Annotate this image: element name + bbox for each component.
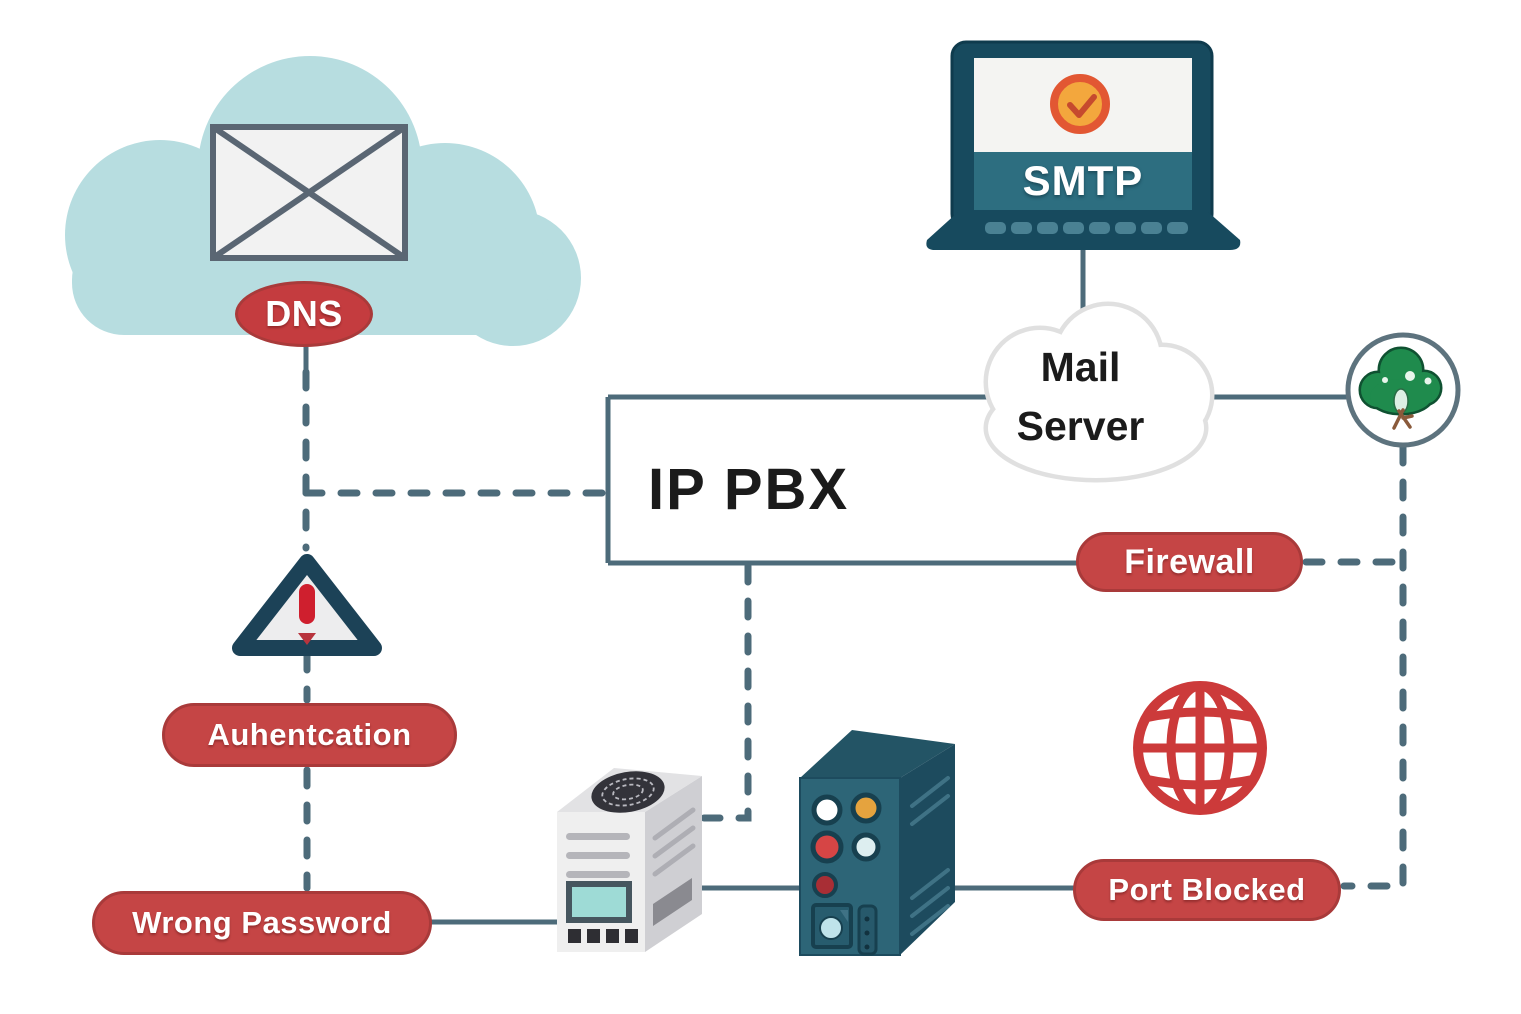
- laptop-keys: [985, 222, 1188, 234]
- mail-envelope-icon: [210, 124, 408, 261]
- mail-server-cloud-icon: [983, 301, 1215, 483]
- clock-check-icon: [1050, 74, 1110, 134]
- server-tower-icon: [557, 768, 702, 952]
- globe-icon: [1133, 681, 1267, 815]
- laptop-icon: [926, 40, 1241, 250]
- ippbx-to-server-dashed-line: [696, 562, 752, 822]
- dashed-connectors: [302, 368, 1407, 892]
- warning-triangle-icon: [232, 554, 382, 656]
- tree-icon: [1345, 332, 1461, 448]
- pc-tower-icon: [799, 730, 955, 956]
- tree-to-portblocked-dashed-line: [1340, 443, 1407, 890]
